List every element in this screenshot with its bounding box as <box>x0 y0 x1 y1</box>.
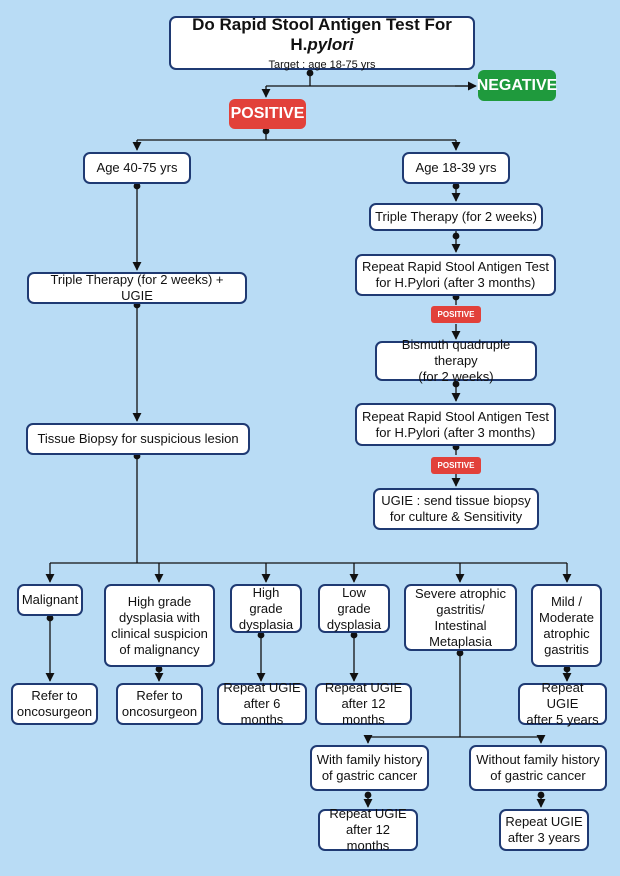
negative-badge: NEGATIVE <box>477 70 557 101</box>
title-italic: pylori <box>307 34 354 54</box>
low-grade-box: Low grade dysplasia <box>318 584 390 633</box>
triple-therapy-box: Triple Therapy (for 2 weeks) <box>369 203 543 231</box>
age-40-75-label: Age 40-75 yrs <box>96 160 178 175</box>
refer-oncosurgeon-1-label: Refer to oncosurgeon <box>16 688 93 719</box>
positive-badge-small-2: POSITIVE <box>431 457 481 474</box>
ugie-culture-box: UGIE : send tissue biopsy for culture & … <box>373 488 539 530</box>
mild-moderate-label: Mild / Moderate atrophic gastritis <box>539 593 594 657</box>
bismuth-therapy-label: Bismuth quadruple therapy (for 2 weeks) <box>401 337 511 384</box>
repeat-ugie-12m-box: Repeat UGIE after 12 months <box>315 680 412 727</box>
age-18-39-label: Age 18-39 yrs <box>415 160 497 175</box>
age-18-39-box: Age 18-39 yrs <box>402 152 510 184</box>
high-grade-suspicion-box: High grade dysplasia with clinical suspi… <box>104 584 215 667</box>
tissue-biopsy-box: Tissue Biopsy for suspicious lesion <box>26 423 250 455</box>
with-family-history-box: With family history of gastric cancer <box>310 745 429 791</box>
title-prefix: Do Rapid Stool Antigen Test For H. <box>192 14 452 54</box>
high-grade-suspicion-label: High grade dysplasia with clinical suspi… <box>111 593 208 657</box>
repeat-ugie-5y-box: Repeat UGIE after 5 years <box>518 680 607 727</box>
repeat-test-2-label: Repeat Rapid Stool Antigen Test for H.Py… <box>362 408 549 440</box>
age-40-75-box: Age 40-75 yrs <box>83 152 191 184</box>
with-family-history-label: With family history of gastric cancer <box>316 752 423 783</box>
title-subtitle: Target : age 18-75 yrs <box>268 58 376 71</box>
family-repeat-12m-label: Repeat UGIE after 12 months <box>329 806 407 853</box>
severe-atrophic-box: Severe atrophic gastritis/ Intestinal Me… <box>404 584 517 651</box>
repeat-test-1-box: Repeat Rapid Stool Antigen Test for H.Py… <box>355 254 556 296</box>
family-repeat-12m-box: Repeat UGIE after 12 months <box>318 806 418 853</box>
family-repeat-3y-box: Repeat UGIE after 3 years <box>499 809 589 851</box>
repeat-ugie-5y-label: Repeat UGIE after 5 years <box>526 680 599 727</box>
repeat-test-2-box: Repeat Rapid Stool Antigen Test for H.Py… <box>355 403 556 446</box>
malignant-box: Malignant <box>17 584 83 616</box>
title-box: Do Rapid Stool Antigen Test For H.pylori… <box>169 15 475 71</box>
low-grade-label: Low grade dysplasia <box>326 584 382 632</box>
high-grade-label: High grade dysplasia <box>238 584 294 632</box>
tissue-biopsy-label: Tissue Biopsy for suspicious lesion <box>37 431 239 446</box>
repeat-ugie-12m-label: Repeat UGIE after 12 months <box>324 680 403 727</box>
severe-atrophic-label: Severe atrophic gastritis/ Intestinal Me… <box>414 585 507 649</box>
mild-moderate-box: Mild / Moderate atrophic gastritis <box>531 584 602 667</box>
triple-therapy-label: Triple Therapy (for 2 weeks) <box>375 209 537 224</box>
refer-oncosurgeon-2-box: Refer to oncosurgeon <box>116 683 203 725</box>
title-main: Do Rapid Stool Antigen Test For H.pylori <box>175 15 469 55</box>
repeat-ugie-6m-label: Repeat UGIE after 6 months <box>223 680 301 727</box>
triple-therapy-ugie-box: Triple Therapy (for 2 weeks) + UGIE <box>27 272 247 304</box>
malignant-label: Malignant <box>21 592 79 607</box>
refer-oncosurgeon-2-label: Refer to oncosurgeon <box>121 688 198 719</box>
without-family-history-box: Without family history of gastric cancer <box>469 745 607 791</box>
repeat-ugie-6m-box: Repeat UGIE after 6 months <box>217 680 307 727</box>
ugie-culture-label: UGIE : send tissue biopsy for culture & … <box>381 493 531 524</box>
repeat-test-1-label: Repeat Rapid Stool Antigen Test for H.Py… <box>362 259 549 290</box>
high-grade-box: High grade dysplasia <box>230 584 302 633</box>
bismuth-therapy-box: Bismuth quadruple therapy (for 2 weeks) <box>375 337 537 384</box>
without-family-history-label: Without family history of gastric cancer <box>476 752 600 783</box>
triple-therapy-ugie-label: Triple Therapy (for 2 weeks) + UGIE <box>50 272 224 303</box>
family-repeat-3y-label: Repeat UGIE after 3 years <box>505 814 583 845</box>
refer-oncosurgeon-1-box: Refer to oncosurgeon <box>11 683 98 725</box>
positive-badge-small-1: POSITIVE <box>431 306 481 323</box>
positive-badge: POSITIVE <box>229 99 306 129</box>
